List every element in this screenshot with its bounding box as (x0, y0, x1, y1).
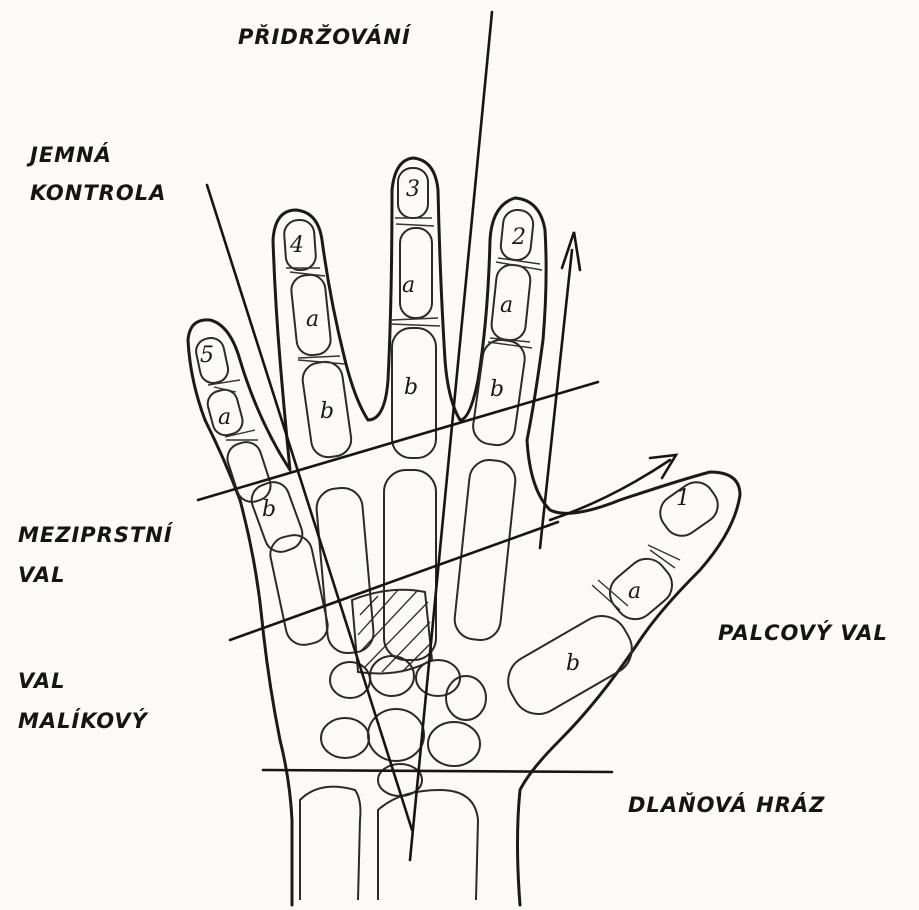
phalanx-a-little: a (218, 405, 231, 430)
label-jemna: JEMNÁ (26, 142, 112, 167)
phalanx-a-ring: a (306, 307, 319, 332)
finger-number-3: 3 (406, 177, 420, 202)
thumb-bones (499, 475, 725, 723)
pridrzovani-line (410, 12, 492, 860)
label-val-2: VAL (18, 669, 65, 693)
label-meziprstni: MEZIPRSTNÍ (18, 522, 174, 547)
label-malikovy: MALÍKOVÝ (18, 708, 149, 733)
carpal-bones (321, 656, 486, 796)
phalanx-b-little: b (262, 497, 276, 522)
phalanx-a-middle: a (402, 273, 415, 298)
phalanx-b-thumb: b (566, 651, 580, 676)
dlanova-hraz-line (263, 770, 612, 772)
finger-number-1: 1 (676, 486, 690, 511)
phalanx-a-index: a (500, 293, 513, 318)
label-kontrola: KONTROLA (30, 181, 166, 205)
phalanx-b-ring: b (320, 399, 334, 424)
meziprstni-val-line (198, 382, 598, 500)
phalanx-b-middle: b (404, 375, 418, 400)
label-palcovy-val: PALCOVÝ VAL (718, 620, 888, 645)
hatched-region (352, 590, 432, 674)
label-pridrzovani: PŘIDRŽOVÁNÍ (238, 24, 412, 49)
jemna-kontrola-line (207, 185, 412, 830)
forearm-bones (300, 787, 478, 900)
label-dlanova-hraz: DLAŇOVÁ HRÁZ (628, 792, 825, 817)
label-val: VAL (18, 563, 65, 587)
finger-number-5: 5 (200, 343, 214, 368)
finger-number-2: 2 (511, 225, 526, 250)
phalanx-a-thumb: a (628, 579, 641, 604)
little-finger-bones (194, 336, 331, 649)
phalanx-b-index: b (490, 377, 504, 402)
finger-number-4: 4 (289, 233, 304, 258)
